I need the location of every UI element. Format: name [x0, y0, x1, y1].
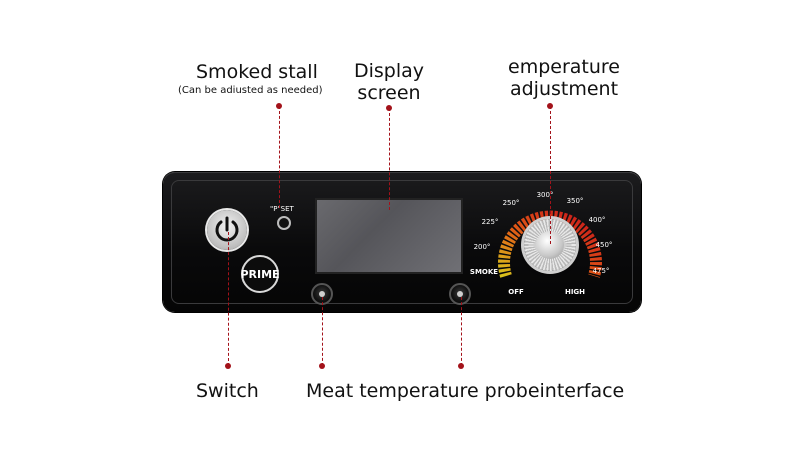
- dial-label-225: 225°: [481, 218, 499, 226]
- display-screen: [315, 198, 463, 274]
- probe-jack-2[interactable]: [449, 283, 471, 305]
- leader-temperature: [550, 106, 551, 244]
- label-temp-line2: adjustment: [509, 78, 619, 100]
- leader-probe-1: [322, 297, 323, 366]
- dial-label-300: 300°: [536, 191, 554, 199]
- label-display-line2: screen: [357, 82, 421, 104]
- dial-label-400: 400°: [588, 216, 606, 224]
- dial-label-off: OFF: [508, 288, 524, 296]
- leader-dot-temperature: [547, 103, 553, 109]
- prime-button[interactable]: PRIME: [240, 255, 280, 293]
- leader-dot-display: [386, 105, 392, 111]
- leader-dot-smoked-stall: [276, 103, 282, 109]
- pset-adjust-hole[interactable]: [277, 216, 291, 230]
- label-display-line1: Display: [353, 60, 425, 82]
- label-temp-line1: emperature: [508, 56, 620, 78]
- power-icon: [215, 216, 239, 242]
- label-probe-interface: Meat temperature probeinterface: [306, 380, 625, 402]
- dial-label-450: 450°: [595, 241, 613, 249]
- dial-label-475: 475°: [592, 267, 610, 275]
- panel-border: [171, 180, 633, 304]
- dial-label-350: 350°: [566, 197, 584, 205]
- label-smoked-stall-note: (Can be adiusted as needed): [178, 85, 323, 96]
- pset-label: "P"SET: [270, 205, 294, 213]
- label-smoked-stall: Smoked stall: [196, 61, 318, 83]
- dial-label-high: HIGH: [564, 288, 586, 296]
- label-switch: Switch: [196, 380, 259, 402]
- leader-switch: [228, 232, 229, 366]
- leader-dot-probe-2: [458, 363, 464, 369]
- dial-label-250: 250°: [502, 199, 520, 207]
- leader-display: [389, 108, 390, 210]
- dial-label-200: 200°: [473, 243, 491, 251]
- leader-smoked-stall: [279, 106, 280, 208]
- leader-dot-switch: [225, 363, 231, 369]
- leader-probe-2: [461, 297, 462, 366]
- leader-dot-probe-1: [319, 363, 325, 369]
- power-button[interactable]: [207, 210, 247, 250]
- dial-label-smoke: SMOKE: [469, 268, 499, 276]
